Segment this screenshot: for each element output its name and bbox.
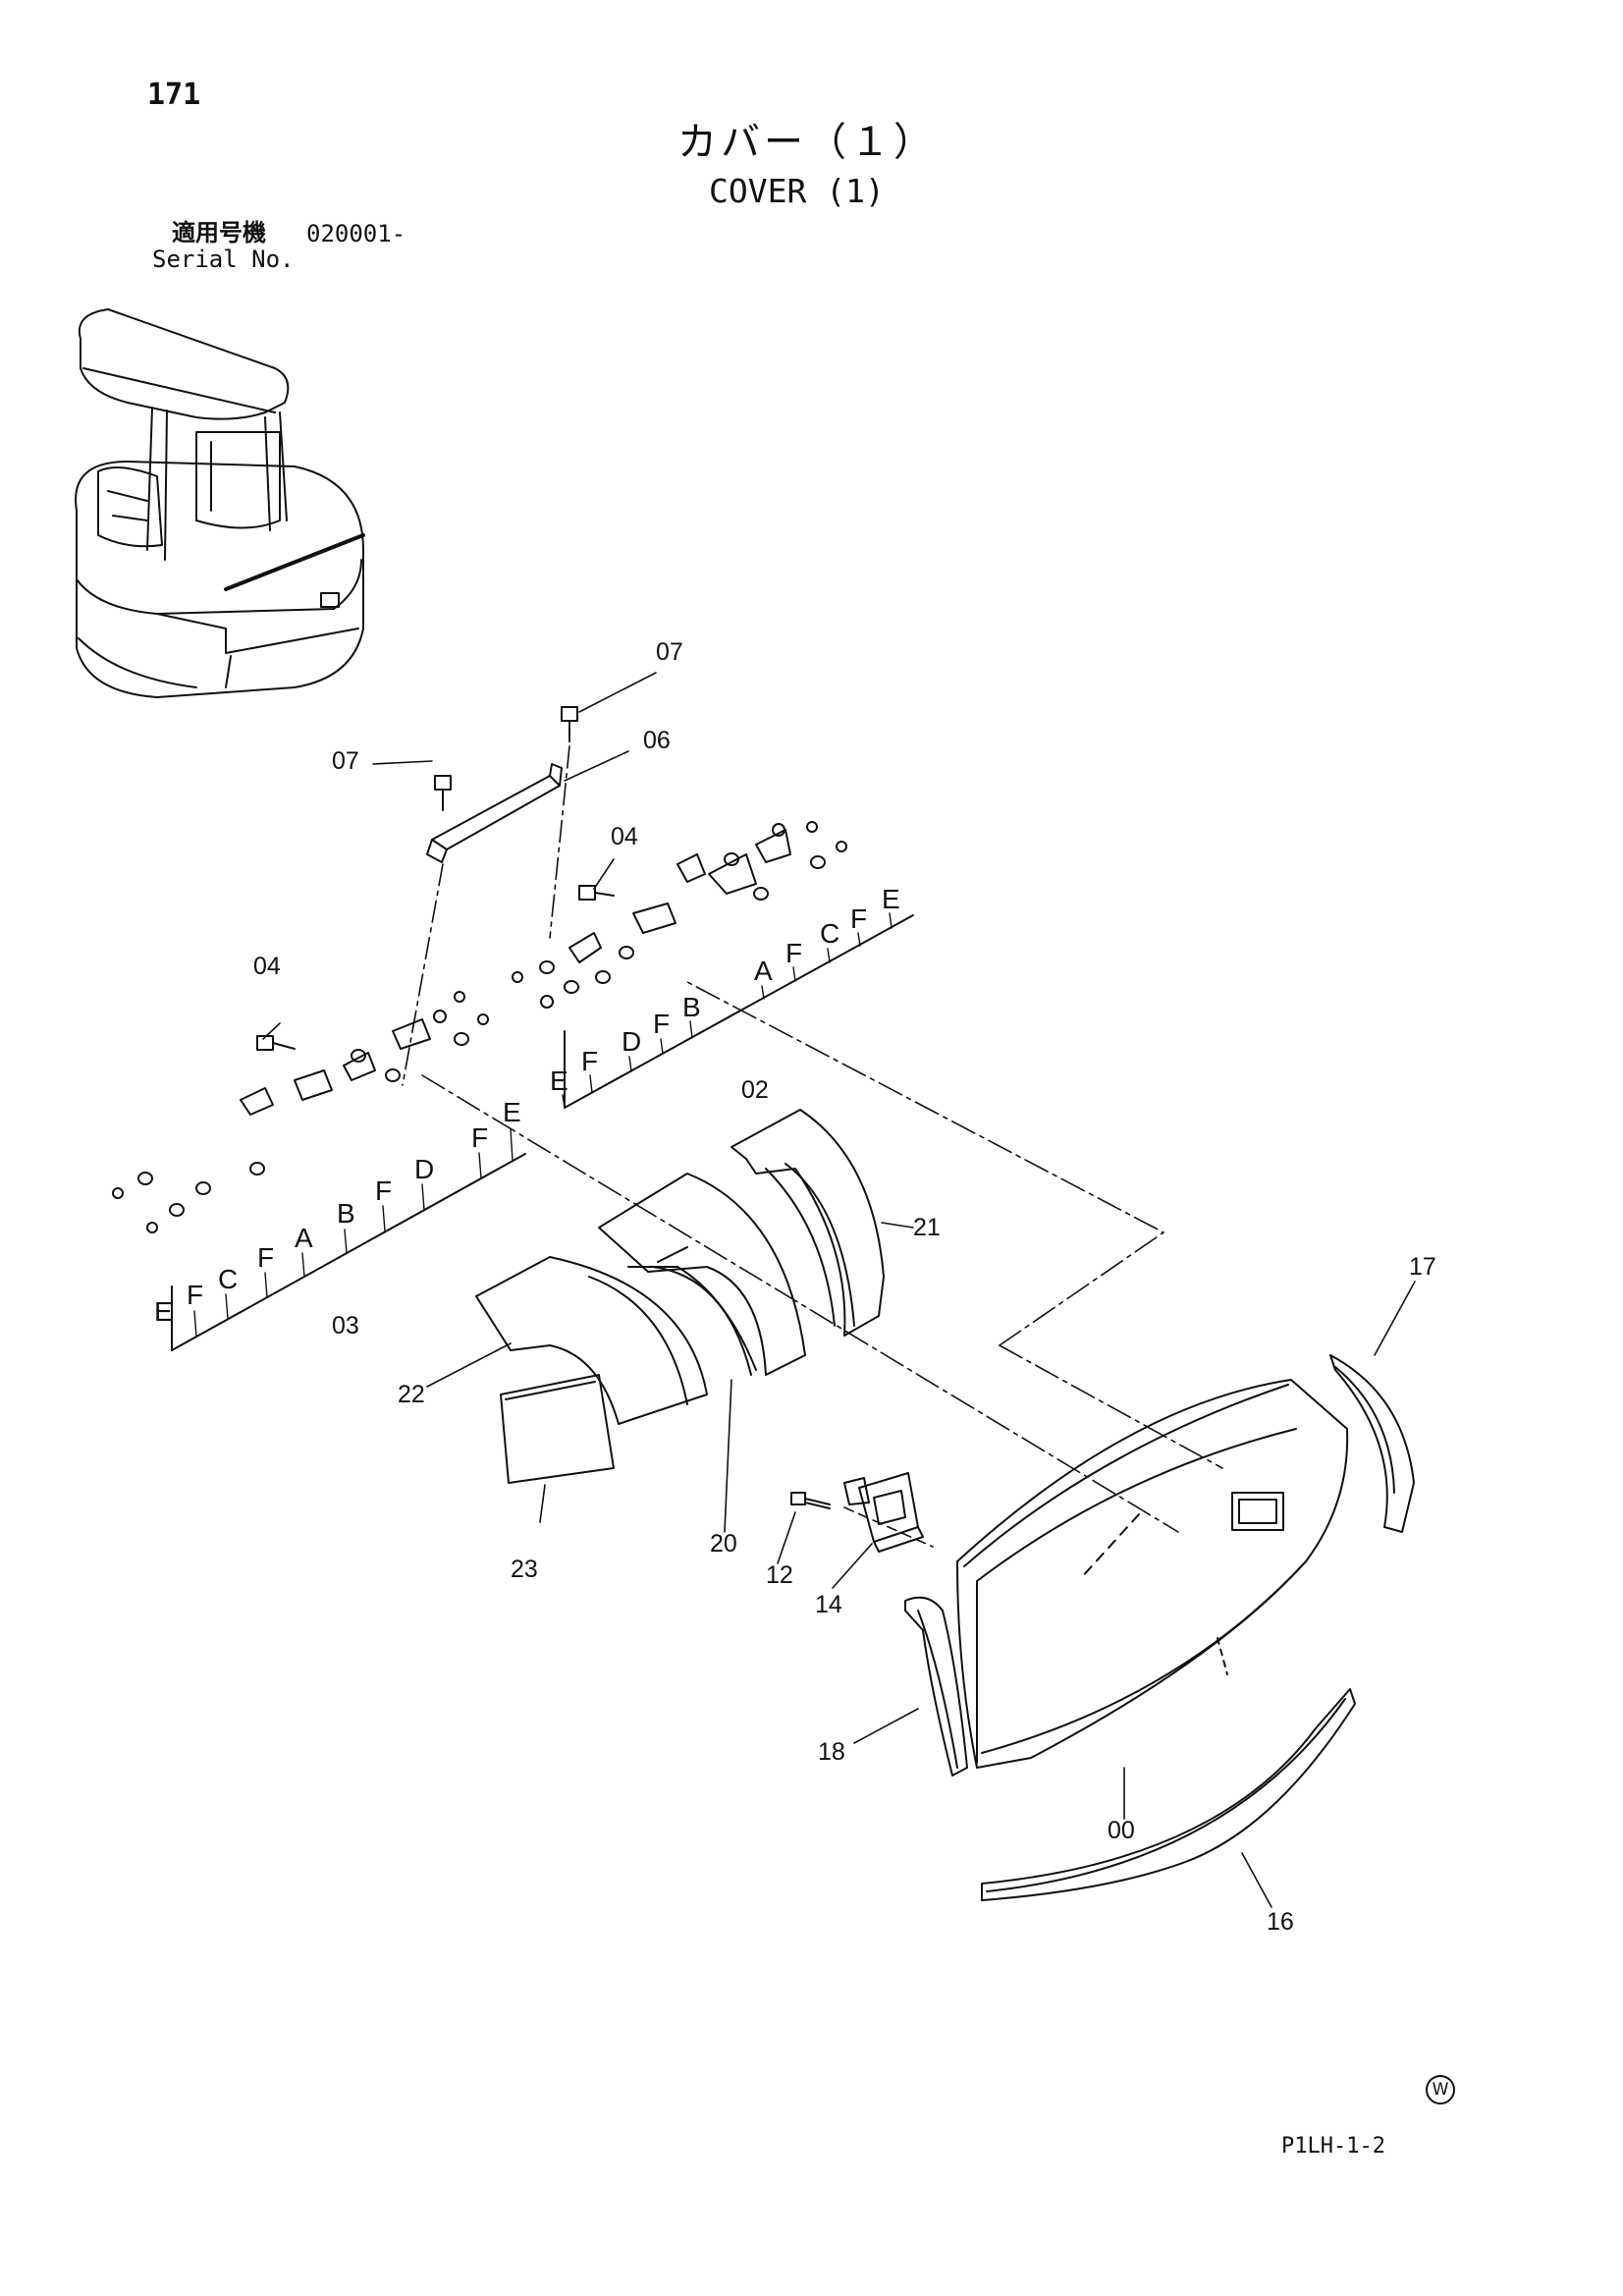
callout-07-left: 07 <box>332 747 359 775</box>
document-code: P1LH-1-2 <box>1281 2134 1385 2159</box>
g02-letter-1: E <box>550 1066 568 1096</box>
bracket-06-shape <box>426 763 563 863</box>
callout-00: 00 <box>1108 1817 1135 1844</box>
callout-06: 06 <box>643 727 671 754</box>
callout-20: 20 <box>710 1530 737 1558</box>
g03-letter-3: C <box>218 1264 238 1294</box>
cover-00-shape <box>956 1379 1349 1769</box>
hinge-group-03-shape <box>112 991 526 1351</box>
g02-letter-6: A <box>754 956 773 986</box>
callout-03: 03 <box>332 1312 359 1339</box>
g02-letter-9: F <box>850 903 867 934</box>
g02-letter-10: E <box>882 884 900 914</box>
g03-letter-5: A <box>295 1223 313 1253</box>
callout-04-upper: 04 <box>611 823 638 850</box>
g03-letter-10: E <box>503 1097 521 1127</box>
callout-17: 17 <box>1409 1253 1436 1281</box>
seal-17-shape <box>1329 1354 1415 1533</box>
panel-22-shape <box>475 1256 757 1425</box>
latch-14-shape <box>843 1472 924 1553</box>
circled-w-icon: W <box>1426 2075 1455 2105</box>
callout-12: 12 <box>766 1561 793 1589</box>
page-number: 171 <box>147 78 201 112</box>
serial-label-japanese: 適用号機 <box>172 219 266 246</box>
g03-letter-1: E <box>154 1296 173 1327</box>
panel-20-shape <box>598 1173 806 1376</box>
g03-letter-9: F <box>471 1122 488 1153</box>
seal-16-shape <box>981 1688 1356 1901</box>
g03-letter-8: D <box>414 1154 434 1184</box>
callout-02: 02 <box>741 1076 769 1104</box>
callout-23: 23 <box>511 1556 538 1583</box>
hinge-group-02-shape <box>512 821 914 1109</box>
bolt-12-shape <box>790 1492 831 1509</box>
bolt-07-left-shape <box>434 775 452 811</box>
callout-18: 18 <box>818 1738 845 1766</box>
page-title-japanese: カバー（１） <box>677 120 937 165</box>
callout-16: 16 <box>1267 1908 1294 1936</box>
g02-letter-4: F <box>653 1009 670 1039</box>
letter-tick-lines <box>171 912 893 1351</box>
callout-14: 14 <box>815 1591 842 1618</box>
seal-18-shape <box>904 1596 968 1777</box>
g03-letter-2: F <box>187 1280 203 1310</box>
g02-letter-7: F <box>785 938 802 968</box>
g02-letter-8: C <box>820 918 839 949</box>
g03-letter-4: F <box>257 1242 274 1273</box>
g02-letter-3: D <box>622 1026 641 1057</box>
panel-21-shape <box>730 1109 885 1337</box>
g02-letter-5: B <box>682 992 701 1022</box>
callout-07-top: 07 <box>656 638 683 666</box>
leader-lines <box>262 672 1416 1908</box>
callout-21: 21 <box>913 1214 941 1241</box>
panel-23-shape <box>500 1374 615 1484</box>
callout-labels: 07 07 06 04 04 02 03 21 17 22 23 20 12 1… <box>154 638 1436 1936</box>
g03-letter-7: F <box>375 1175 392 1206</box>
g02-letter-2: F <box>581 1046 598 1076</box>
serial-label-english: Serial No. <box>152 246 295 273</box>
machine-overview-illustration <box>75 308 365 698</box>
page-title-english: COVER (1) <box>709 172 885 210</box>
bolt-07-right-shape <box>561 706 578 742</box>
callout-04-lower: 04 <box>253 953 281 980</box>
callout-22: 22 <box>398 1381 425 1408</box>
serial-number-value: 020001- <box>306 220 406 247</box>
g03-letter-6: B <box>337 1198 355 1229</box>
reference-lines <box>402 745 1223 1548</box>
